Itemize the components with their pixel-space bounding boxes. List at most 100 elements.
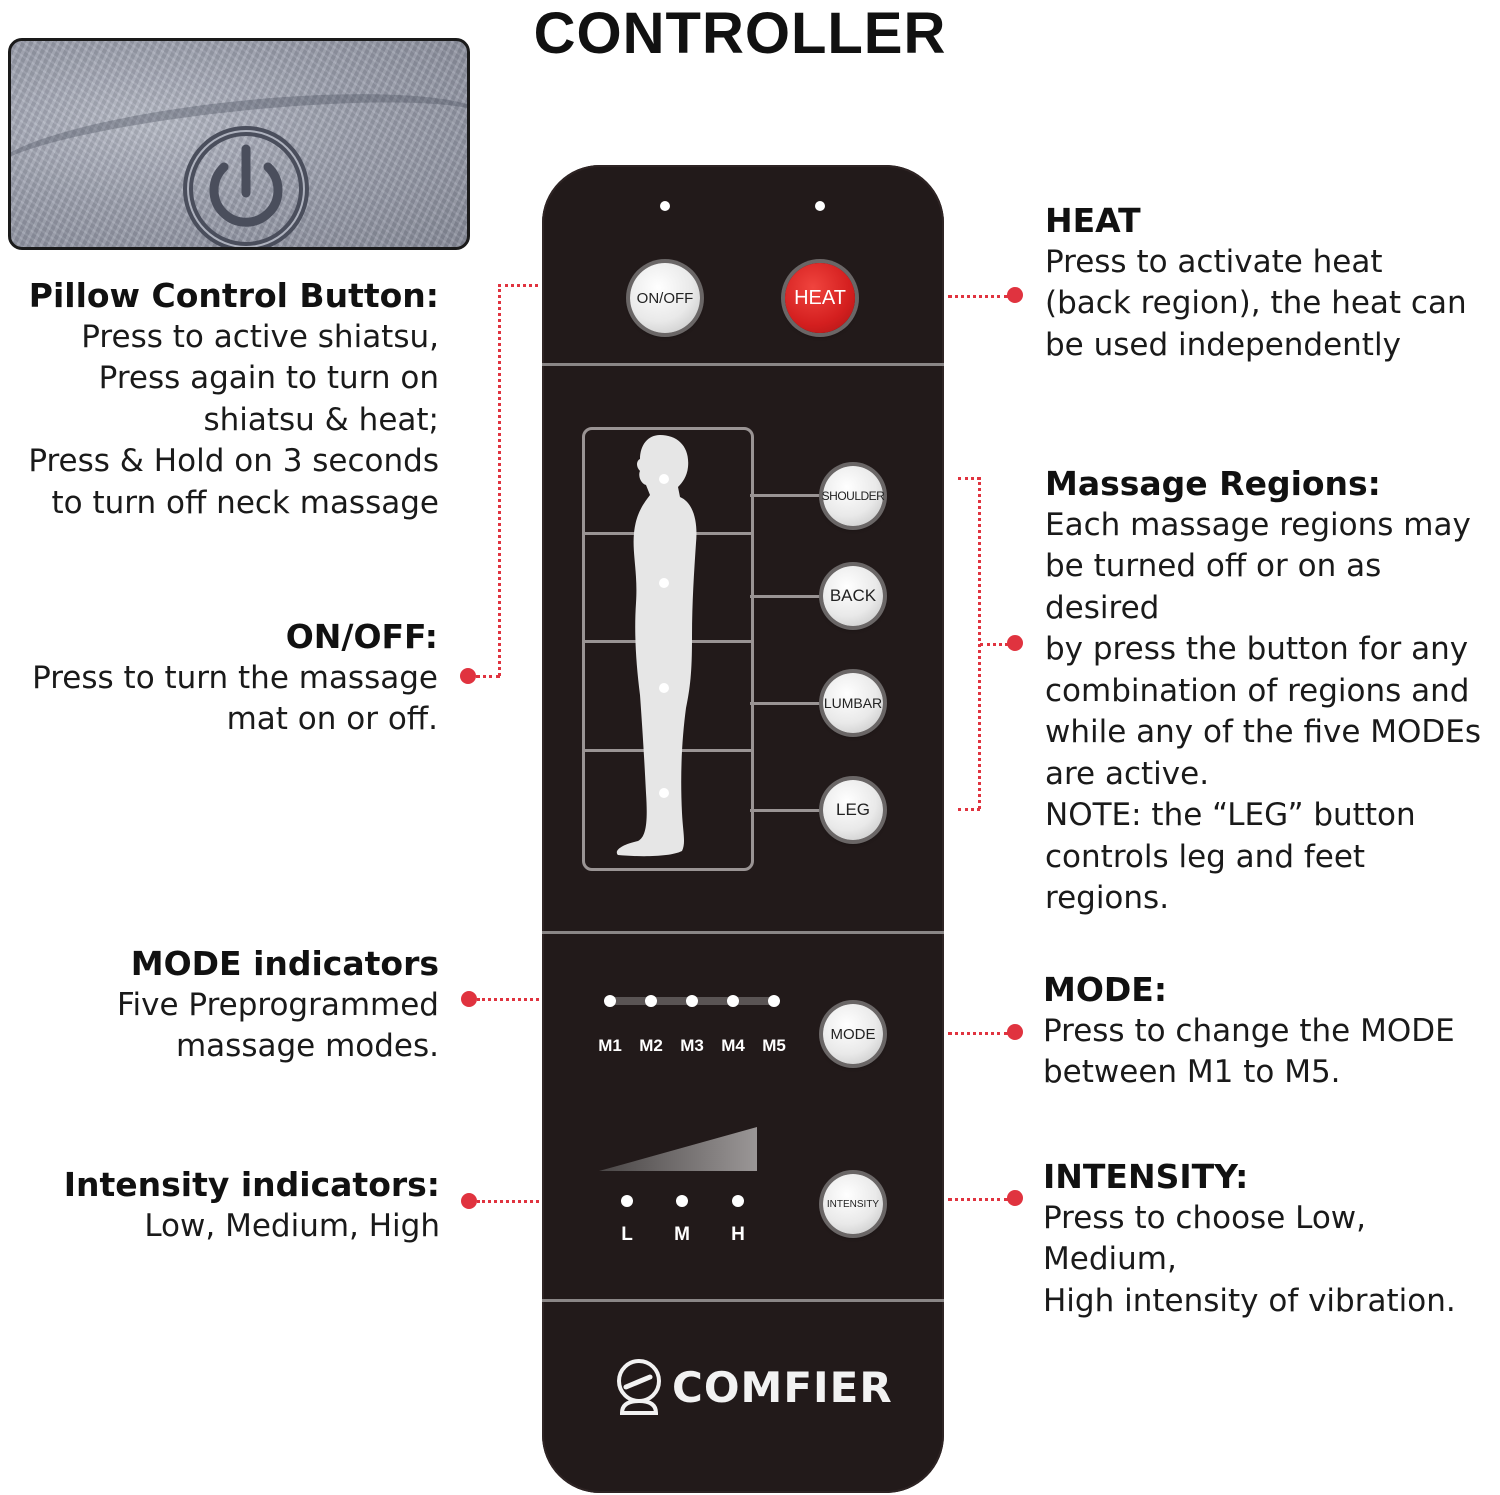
pillow-control-heading: Pillow Control Button: bbox=[28, 276, 439, 315]
lumbar-button[interactable]: LUMBAR bbox=[823, 673, 883, 733]
pillow-control-line: Press again to turn on bbox=[98, 360, 439, 396]
mode-label: M2 bbox=[639, 1036, 663, 1055]
divider bbox=[542, 363, 944, 366]
brand-name: COMFIER bbox=[672, 1363, 893, 1412]
back-button[interactable]: BACK bbox=[823, 566, 883, 626]
pillow-control-note: Pillow Control Button: Press to active s… bbox=[0, 275, 439, 524]
mode-label: M1 bbox=[598, 1036, 622, 1055]
divider bbox=[542, 1299, 944, 1302]
mode-label: M3 bbox=[680, 1036, 704, 1055]
mode-indicators-heading: MODE indicators bbox=[130, 944, 439, 983]
intensity-heading: INTENSITY: bbox=[1043, 1157, 1249, 1196]
mode-led bbox=[727, 995, 739, 1007]
remote-controller: ON/OFF HEAT SHOULDER BACK LUMBAR LEG M1 … bbox=[542, 165, 944, 1493]
intensity-label: L bbox=[621, 1224, 633, 1245]
heat-leader-dot bbox=[1007, 287, 1023, 303]
intensity-label: H bbox=[731, 1224, 745, 1245]
intensity-leader bbox=[948, 1198, 1008, 1201]
indicator-led bbox=[660, 201, 670, 211]
intensity-led bbox=[732, 1195, 744, 1207]
intensity-line: High intensity of vibration. bbox=[1043, 1282, 1456, 1319]
regions-leader bbox=[958, 808, 980, 811]
massage-regions-line: are active. bbox=[1045, 755, 1210, 792]
on-off-note: ON/OFF: Press to turn the massage mat on… bbox=[0, 616, 438, 741]
regions-leader-dot bbox=[1007, 635, 1023, 651]
human-silhouette-icon bbox=[616, 435, 697, 857]
brand-logo-icon bbox=[617, 1359, 661, 1415]
leg-link-line bbox=[750, 809, 822, 812]
mode-note: MODE: Press to change the MODE between M… bbox=[1043, 969, 1493, 1094]
intensity-button[interactable]: INTENSITY bbox=[823, 1174, 883, 1234]
intensity-led bbox=[676, 1195, 688, 1207]
mode-leader-dot bbox=[1007, 1024, 1023, 1040]
intensity-indicators-line: Low, Medium, High bbox=[144, 1207, 440, 1244]
page-title: CONTROLLER bbox=[533, 1, 947, 66]
intensity-ramp bbox=[599, 1127, 757, 1171]
pillow-control-line: shiatsu & heat; bbox=[203, 401, 439, 438]
on-off-button[interactable]: ON/OFF bbox=[630, 263, 700, 333]
on-off-leader bbox=[498, 284, 501, 676]
massage-regions-line: NOTE: the “LEG” button bbox=[1045, 797, 1416, 833]
on-off-line: Press to turn the massage bbox=[32, 659, 438, 696]
mode-line: between M1 to M5. bbox=[1043, 1054, 1341, 1090]
massage-regions-note: Massage Regions: Each massage regions ma… bbox=[1045, 463, 1497, 920]
mode-led bbox=[768, 995, 780, 1007]
mode-indicators-line: massage modes. bbox=[175, 1028, 439, 1064]
on-off-leader bbox=[476, 675, 500, 678]
back-link-line bbox=[750, 595, 822, 598]
lumbar-link-line bbox=[750, 702, 822, 705]
pillow-photo bbox=[8, 38, 470, 250]
massage-regions-line: while any of the five MODEs bbox=[1045, 714, 1482, 750]
intensity-leader-dot bbox=[1007, 1190, 1023, 1206]
intensity-line: Press to choose Low, Medium, bbox=[1043, 1199, 1367, 1278]
divider bbox=[542, 931, 944, 934]
pillow-control-line: to turn off neck massage bbox=[51, 484, 439, 521]
mode-indicators-leader-dot bbox=[461, 991, 477, 1007]
mode-label: M4 bbox=[721, 1036, 745, 1055]
pillow-control-line: Press to active shiatsu, bbox=[81, 318, 439, 355]
indicator-led bbox=[815, 201, 825, 211]
mode-indicators-line: Five Preprogrammed bbox=[116, 986, 439, 1023]
mode-button[interactable]: MODE bbox=[823, 1004, 883, 1064]
on-off-leader bbox=[498, 284, 538, 287]
heat-line: (back region), the heat can bbox=[1045, 285, 1467, 321]
intensity-note: INTENSITY: Press to choose Low, Medium, … bbox=[1043, 1156, 1493, 1322]
mode-leader bbox=[948, 1032, 1008, 1035]
massage-regions-line: combination of regions and bbox=[1045, 672, 1470, 709]
intensity-label: M bbox=[674, 1224, 690, 1245]
mode-heading: MODE: bbox=[1043, 970, 1168, 1009]
power-icon bbox=[183, 126, 309, 247]
shoulder-button[interactable]: SHOULDER bbox=[822, 466, 885, 526]
regions-leader bbox=[958, 477, 980, 480]
mode-led bbox=[686, 995, 698, 1007]
intensity-led bbox=[621, 1195, 633, 1207]
heat-note: HEAT Press to activate heat (back region… bbox=[1045, 200, 1495, 366]
body-diagram-frame bbox=[582, 427, 754, 871]
intensity-indicators-heading: Intensity indicators: bbox=[63, 1165, 440, 1204]
intensity-indicators-note: Intensity indicators: Low, Medium, High bbox=[0, 1164, 440, 1247]
mode-line: Press to change the MODE bbox=[1043, 1012, 1455, 1049]
on-off-heading: ON/OFF: bbox=[285, 617, 438, 656]
massage-regions-line: be turned off or on as desired bbox=[1045, 548, 1382, 626]
massage-regions-line: by press the button for any bbox=[1045, 631, 1469, 667]
massage-regions-line: controls leg and feet regions. bbox=[1045, 838, 1366, 917]
intensity-indicators-leader bbox=[477, 1200, 539, 1203]
heat-leader bbox=[948, 295, 1008, 298]
regions-leader bbox=[978, 477, 981, 809]
regions-leader bbox=[980, 643, 1008, 646]
shoulder-link-line bbox=[750, 494, 822, 497]
leg-button[interactable]: LEG bbox=[823, 780, 883, 840]
massage-regions-line: Each massage regions may bbox=[1045, 506, 1471, 543]
heat-button[interactable]: HEAT bbox=[785, 263, 855, 333]
heat-heading: HEAT bbox=[1045, 201, 1141, 240]
heat-line: be used independently bbox=[1045, 326, 1401, 363]
massage-regions-heading: Massage Regions: bbox=[1045, 464, 1381, 503]
mode-indicators-leader bbox=[477, 998, 539, 1001]
intensity-indicators-leader-dot bbox=[461, 1193, 477, 1209]
on-off-leader-dot bbox=[460, 668, 476, 684]
mode-label: M5 bbox=[762, 1036, 786, 1055]
pillow-control-line: Press & Hold on 3 seconds bbox=[28, 443, 439, 479]
heat-line: Press to activate heat bbox=[1045, 243, 1383, 280]
on-off-line: mat on or off. bbox=[226, 701, 438, 737]
mode-indicators-note: MODE indicators Five Preprogrammed massa… bbox=[0, 943, 439, 1068]
